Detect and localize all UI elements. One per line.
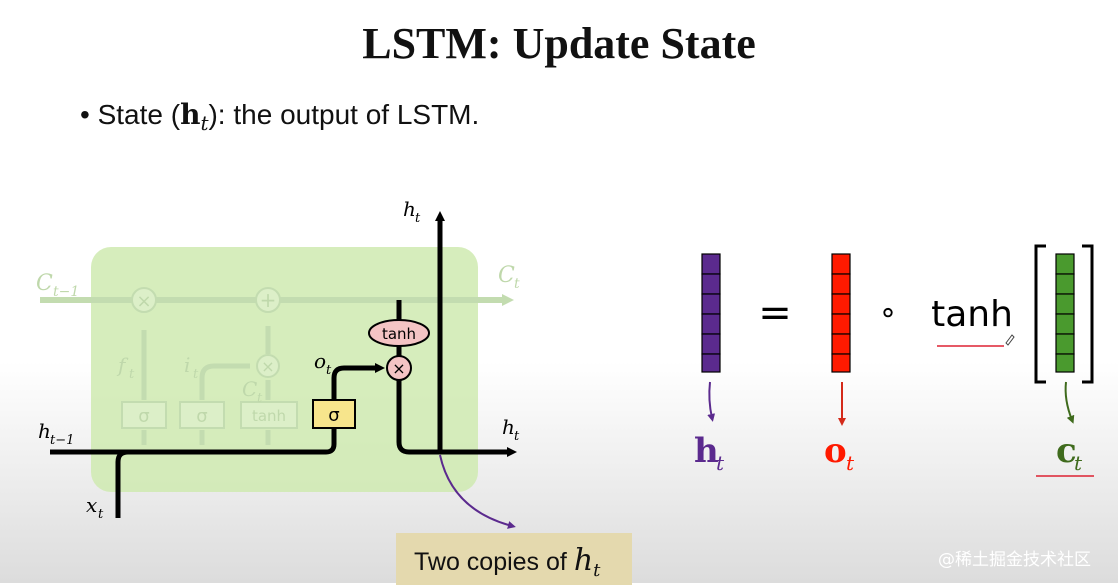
label-c-prev-sub: t−1 (53, 284, 79, 300)
slide-title: LSTM: Update State (362, 19, 756, 68)
x-input-path (115, 449, 129, 518)
c-down-arrow (1064, 381, 1075, 424)
output-mult-label: × (392, 359, 405, 378)
gate-sigma-forget: σ (138, 406, 149, 427)
label-h-right-sub: t (514, 429, 520, 444)
input-mult-node (256, 354, 280, 378)
h-vector (701, 253, 721, 373)
forget-gate-box (121, 401, 167, 429)
label-c-tilde: C (242, 377, 257, 401)
tanh-text: tanh (931, 294, 1013, 335)
label-h-top-sub: t (415, 211, 421, 226)
label-i: i (184, 353, 190, 377)
label-c-next-sub: t (514, 276, 520, 292)
watermark: @稀土掘金技术社区 (938, 550, 1091, 570)
o-vector (831, 253, 851, 373)
pen-icon (1005, 334, 1015, 346)
h-out-path (396, 380, 517, 457)
left-bracket (1034, 244, 1046, 384)
right-bracket (1082, 244, 1094, 384)
h-label-sub: t (716, 451, 725, 475)
callout-two-copies: Two copies of ht (396, 533, 632, 585)
output-mult-node (386, 355, 412, 381)
output-gate-box (312, 399, 356, 429)
c-label-sub: t (1074, 451, 1083, 475)
label-f-sub: t (129, 367, 135, 382)
faded-gates (141, 326, 271, 445)
tanh-node (368, 319, 430, 347)
c-vector (1055, 253, 1075, 373)
gate-sigma-output: σ (328, 405, 339, 426)
label-h-right: h (502, 415, 515, 439)
active-paths (50, 211, 517, 518)
output-gate-path (331, 363, 385, 400)
add-node (255, 287, 281, 313)
input-gate-box (179, 401, 225, 429)
lstm-cell-box (91, 247, 478, 492)
candidate-tanh-box (240, 401, 298, 429)
equals-sign: = (758, 290, 792, 336)
tanh-node-label: tanh (382, 325, 416, 343)
op-mult-faded-2: × (261, 357, 274, 376)
label-h-top: h (403, 197, 416, 221)
bullet-state: • State (ht): the output of LSTM. (80, 98, 480, 135)
callout-arrow (439, 454, 516, 529)
forget-mult-node (131, 287, 157, 313)
label-x-sub: t (98, 507, 104, 522)
label-c-prev: C (36, 271, 53, 296)
h-prev-path (50, 428, 337, 455)
op-add-faded: + (260, 288, 277, 312)
o-label: o (824, 431, 847, 471)
label-x: x (86, 493, 97, 517)
label-c-tilde-sub: t (257, 391, 263, 406)
label-i-sub: t (193, 367, 199, 382)
c-label: c (1056, 431, 1077, 471)
gate-sigma-input: σ (196, 406, 207, 427)
label-c-next: C (498, 263, 515, 288)
gate-tanh-candidate: tanh (252, 407, 286, 425)
label-o-sub: t (326, 363, 332, 378)
label-h-prev-sub: t−1 (50, 433, 74, 448)
h-label: h (694, 431, 719, 471)
hadamard-sign: ∘ (879, 295, 898, 330)
label-h-prev: h (38, 419, 51, 443)
op-mult-faded-1: × (136, 291, 151, 312)
h-down-arrow (707, 381, 716, 422)
faded-operators (121, 287, 298, 429)
label-o: o (314, 349, 326, 373)
o-label-sub: t (846, 451, 855, 475)
